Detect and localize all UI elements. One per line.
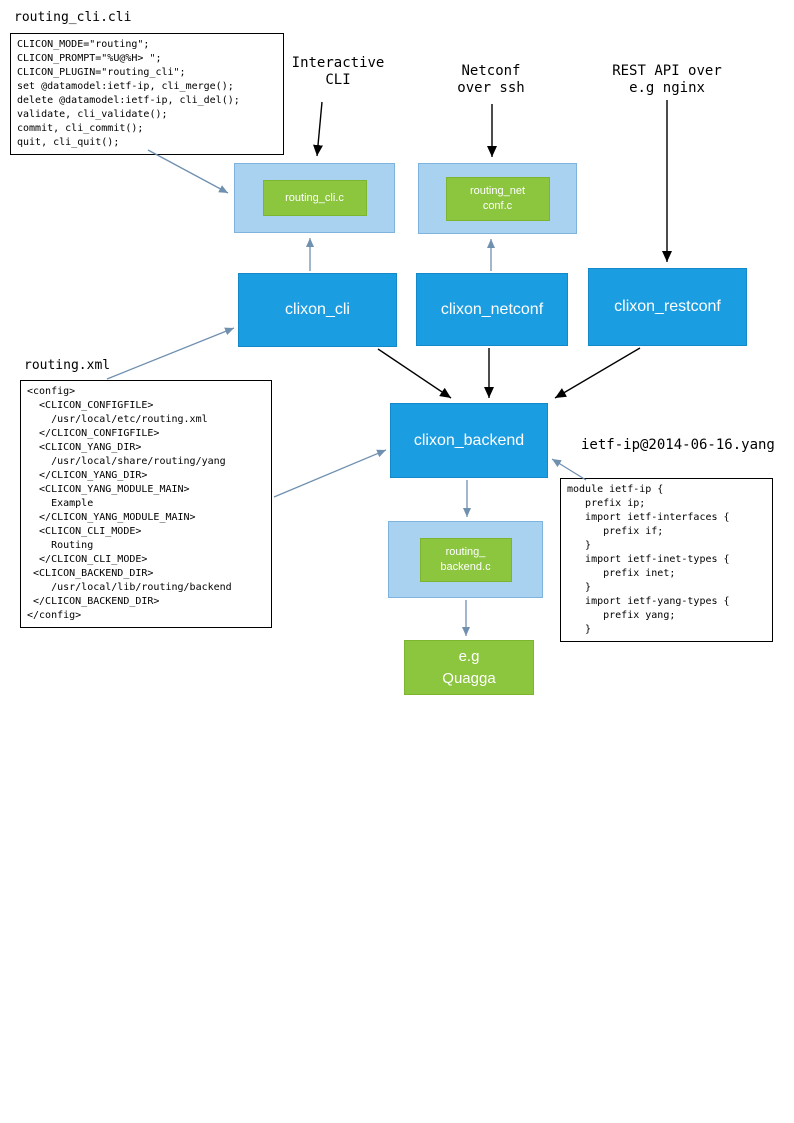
yang-file-code: module ietf-ip { prefix ip; import ietf-… [560, 478, 773, 642]
label-netconf-over-ssh: Netconf over ssh [457, 63, 525, 96]
node-clixon-cli: clixon_cli [238, 273, 397, 347]
arrow-clixon-cli-to-clixon-backend [377, 348, 452, 399]
xml-file-code: <config> <CLICON_CONFIGFILE> /usr/local/… [20, 380, 272, 628]
node-clixon-netconf-label: clixon_netconf [440, 300, 544, 318]
node-routing-netconf-c: routing_net conf.c [445, 176, 550, 221]
node-clixon-backend: clixon_backend [390, 403, 548, 478]
label-rest-api-nginx: REST API over e.g nginx [612, 63, 722, 96]
node-clixon-cli-label: clixon_cli [285, 301, 350, 318]
node-routing-cli-c: routing_cli.c [262, 180, 367, 216]
node-routing-backend-c: routing_ backend.c [419, 537, 512, 582]
node-clixon-netconf: clixon_netconf [416, 273, 568, 346]
label-interactive-cli: Interactive CLI [291, 55, 385, 88]
node-clixon-restconf-label: clixon_restconf [614, 298, 721, 315]
node-routing-netconf-plugin-container: routing_net conf.c [418, 163, 577, 234]
node-quagga: e.g Quagga [404, 640, 534, 695]
xml-file-title: routing.xml [24, 358, 111, 373]
node-clixon-restconf: clixon_restconf [588, 268, 747, 346]
node-clixon-backend-label: clixon_backend [413, 431, 525, 449]
arrow-cli-file-to-routing-cli-plugin [147, 149, 229, 194]
arrow-clixon-restconf-to-clixon-backend [554, 347, 641, 399]
cli-file-title: routing_cli.cli [14, 10, 132, 25]
arrow-interactive-cli-to-routing-cli-c [313, 101, 323, 157]
arrow-xml-file-to-clixon-cli [106, 327, 235, 380]
node-quagga-label: e.g Quagga [442, 647, 496, 687]
yang-file-title: ietf-ip@2014-06-16.yang [581, 437, 775, 453]
node-routing-cli-plugin-container: routing_cli.c [234, 163, 395, 233]
node-routing-cli-c-label: routing_cli.c [285, 191, 344, 204]
node-routing-backend-c-label: routing_ backend.c [440, 545, 491, 573]
cli-file-code: CLICON_MODE="routing"; CLICON_PROMPT="%U… [10, 33, 284, 155]
node-routing-netconf-c-label: routing_net conf.c [469, 184, 526, 212]
arrow-yang-file-to-clixon-backend [551, 458, 587, 481]
arrow-xml-file-to-clixon-backend [273, 449, 387, 498]
node-routing-backend-plugin-container: routing_ backend.c [388, 521, 543, 598]
